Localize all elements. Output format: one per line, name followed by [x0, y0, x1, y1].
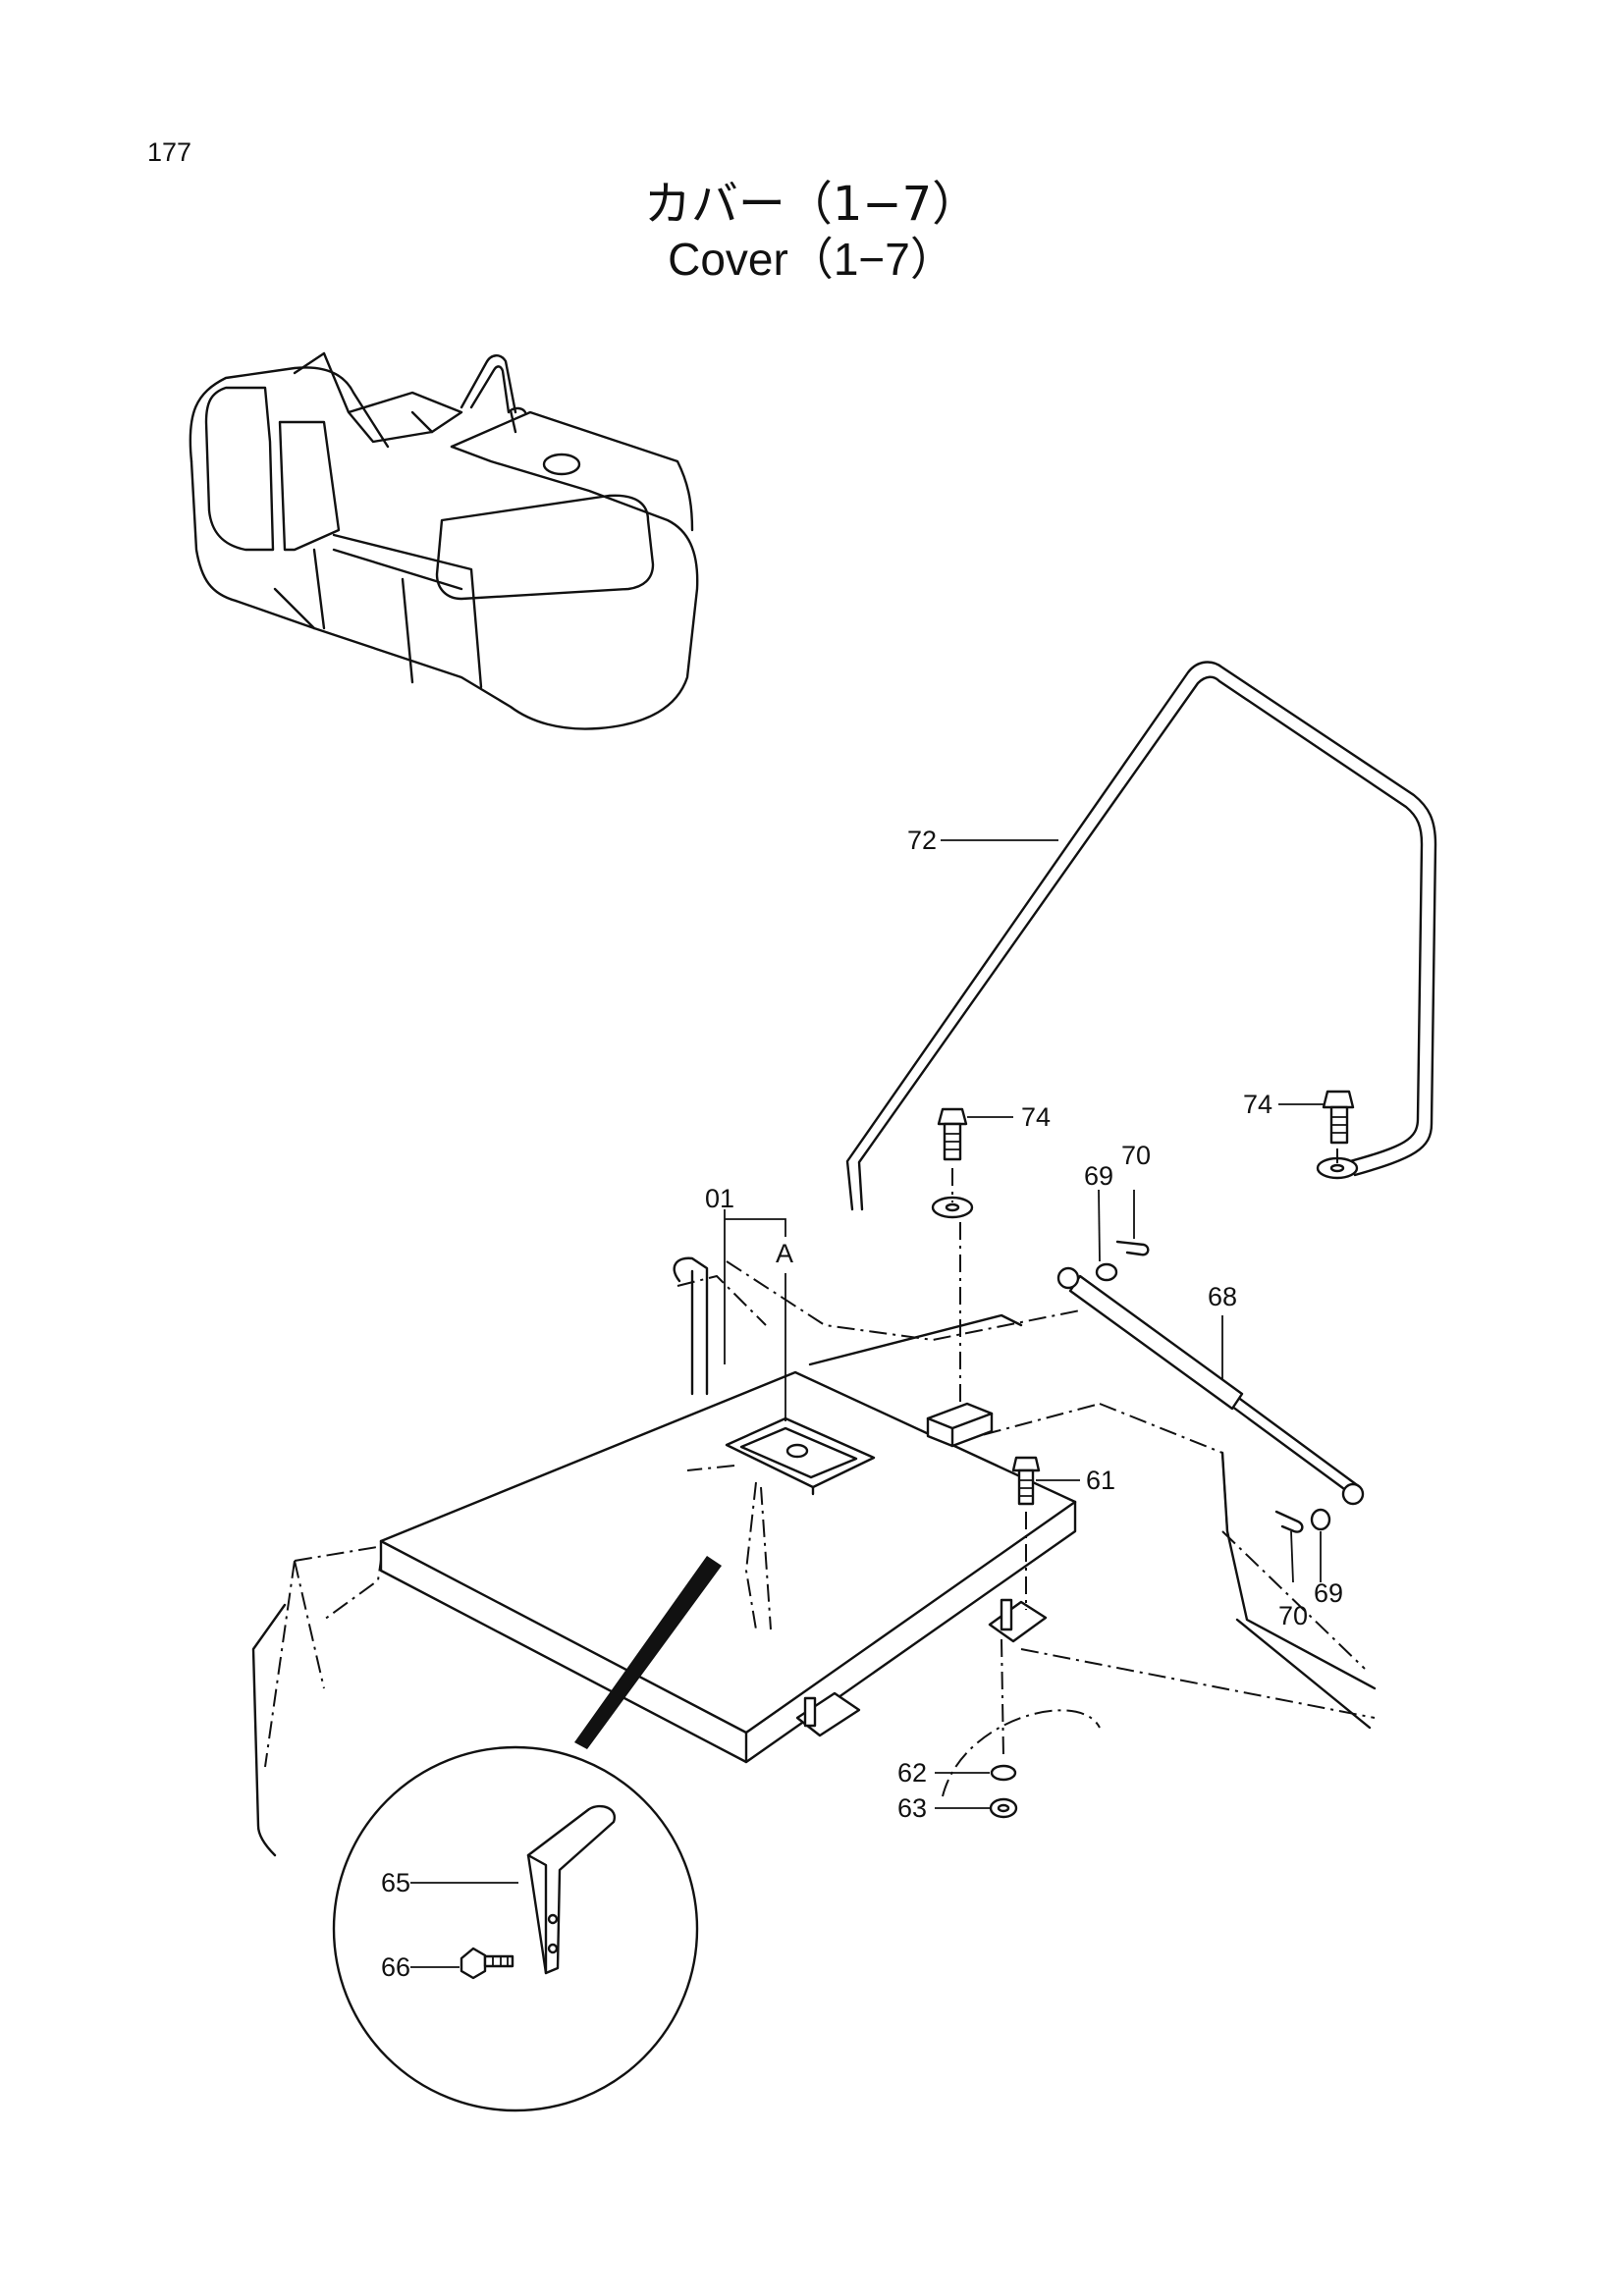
frame-outline — [251, 1256, 1377, 1857]
support-block — [926, 1402, 994, 1448]
callout-72: 72 — [907, 826, 937, 855]
detail-circle — [332, 1745, 699, 2112]
callout-63: 63 — [897, 1793, 927, 1823]
gas-spring-68 — [1056, 1266, 1365, 1506]
washer-69-bottom — [1310, 1508, 1331, 1531]
bolt-61 — [1011, 1456, 1041, 1506]
pin-70-top — [1115, 1240, 1150, 1256]
callout-66: 66 — [381, 1952, 410, 1982]
callout-65: 65 — [381, 1868, 410, 1897]
callout-68: 68 — [1208, 1282, 1237, 1311]
callout-62: 62 — [897, 1758, 927, 1788]
page-number: 177 — [147, 137, 192, 167]
pin-70-bottom — [1274, 1510, 1304, 1533]
callout-69-bottom: 69 — [1314, 1578, 1343, 1608]
callout-74-left: 74 — [1021, 1102, 1051, 1132]
nut-63 — [989, 1797, 1018, 1819]
callout-01: 01 — [705, 1184, 734, 1213]
callout-a: A — [776, 1239, 793, 1268]
callout-69-top: 69 — [1084, 1161, 1113, 1191]
leader-lines — [410, 839, 1324, 1968]
title-japanese: カバー（1−7） — [643, 177, 980, 232]
hinge-left — [795, 1691, 861, 1737]
detail-pointer — [574, 1556, 722, 1749]
excavator-overview-illustration — [189, 351, 699, 730]
bolt-74-left — [937, 1107, 968, 1161]
callout-74-right: 74 — [1243, 1090, 1272, 1119]
callout-70-top: 70 — [1121, 1141, 1151, 1170]
title-english: Cover（1−7） — [668, 234, 955, 285]
handrail-72 — [845, 661, 1437, 1219]
callout-61: 61 — [1086, 1466, 1115, 1495]
cover-plate — [379, 1370, 1077, 1764]
hinge-right — [988, 1598, 1048, 1643]
callout-70-bottom: 70 — [1278, 1601, 1308, 1630]
latch-a — [686, 1416, 876, 1630]
washer-62 — [990, 1764, 1017, 1782]
washer-69-top — [1095, 1262, 1118, 1282]
bolt-74-right — [1322, 1090, 1355, 1145]
